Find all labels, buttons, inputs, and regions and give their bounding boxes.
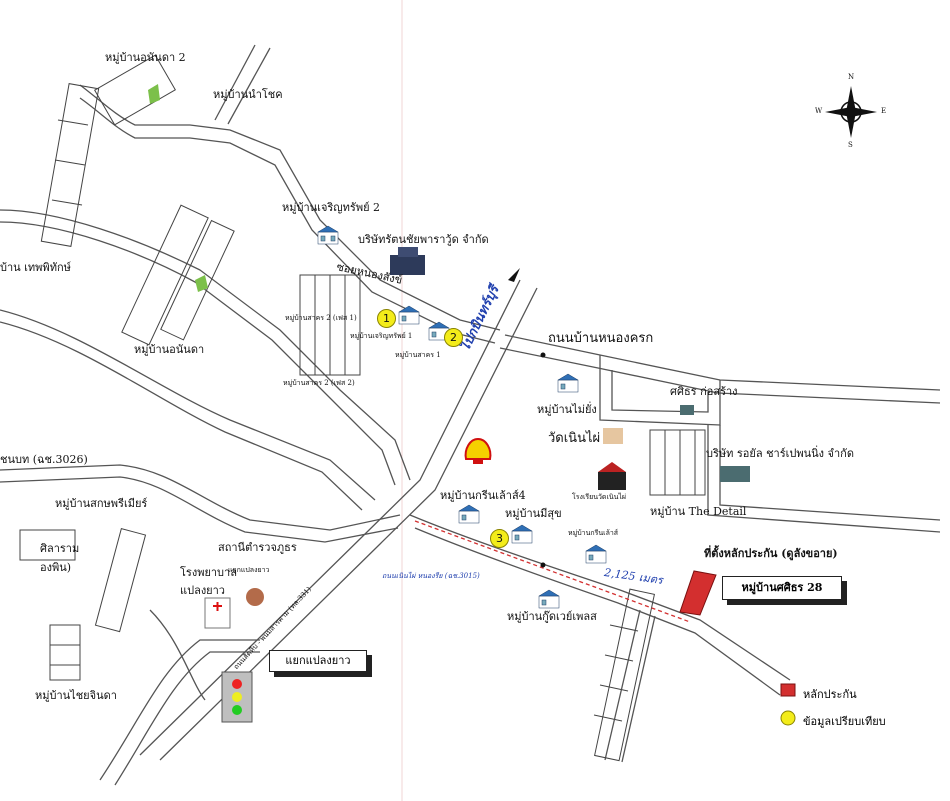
- label-ban-the-detail: หมู่บ้าน The Detail: [650, 505, 747, 518]
- comparable-marker-1: 1: [377, 309, 396, 328]
- label-school-noen-phai: โรงเรียนวัดเนินไผ่: [572, 493, 627, 501]
- comparable-marker-2: 2: [444, 328, 463, 347]
- label-ban-charoensap-2: หมู่บ้านเจริญทรัพย์ 2: [282, 201, 381, 214]
- label-stake-location: ที่ตั้งหลักประกัน (ดูลังขอาย): [704, 547, 838, 560]
- road-junction-dot: [540, 352, 546, 358]
- legend-collateral: หลักประกัน: [803, 688, 857, 701]
- label-ban-misuk: หมู่บ้านมีสุข: [505, 507, 562, 520]
- comparable-marker-3: 3: [490, 529, 509, 548]
- compass-w: W: [815, 107, 823, 115]
- label-ban-sakhon-2-1: หมู่บ้านสาคร 2 (เฟส 1): [285, 314, 357, 322]
- label-ban-anankha-2: หมู่บ้านอนันดา 2: [105, 51, 186, 64]
- legend-collateral-swatch: [780, 683, 796, 697]
- north-arrow-icon: [508, 268, 520, 282]
- label-ongphin: องพิน): [40, 561, 72, 574]
- label-intersection: แยกแปลงยาว: [269, 650, 367, 672]
- legend-comparables: ข้อมูลเปรียบเทียบ: [803, 715, 886, 728]
- label-plaeng-yao: แปลงยาว: [180, 584, 225, 597]
- label-ban-green-4: หมู่บ้านกรีนเล้าส์4: [440, 489, 526, 502]
- house-icons: [317, 225, 607, 609]
- label-ban-namchok: หมู่บ้านนำโชค: [213, 88, 283, 101]
- label-road-nongkrok: ถนนบ้านหนองครก: [548, 331, 654, 346]
- factory-icon: [204, 247, 750, 629]
- label-ban-charoensap-1: หมู่บ้านเจริญทรัพย์ 1: [350, 332, 413, 340]
- compass-e: E: [881, 107, 887, 115]
- housing-lots: [19, 54, 706, 762]
- legend-comparable-swatch: [780, 710, 796, 726]
- label-police-station-2: แยกแปลงยาว: [228, 566, 270, 574]
- shell-logo-icon: [464, 437, 492, 464]
- label-company-royal: บริษัท รอยัล ชาร์เปพนนิ่ง จำกัด: [706, 447, 854, 460]
- label-police-station: สถานีตำรวจภูธร: [218, 541, 297, 554]
- label-ban-sasiwan-28: หมู่บ้านศศิธร 28: [722, 576, 842, 600]
- label-road-3026: ชนบท (ฉช.3026): [0, 453, 88, 466]
- collateral-plot: [679, 570, 717, 616]
- label-ban-thepphithak: บ้าน เทพพิทักษ์: [0, 261, 71, 274]
- compass-rose: [825, 86, 877, 138]
- label-company-chaiyaporn: บริษัทรัตนชัยพาราวู้ด จำกัด: [358, 233, 489, 246]
- label-ban-sakon-premier: หมู่บ้านสกษพรีเมียร์: [55, 497, 148, 510]
- label-ban-sakhon-1: หมู่บ้านสาคร 1: [395, 351, 441, 359]
- label-ban-mais: หมู่บ้านไม่ยั่ง: [537, 403, 597, 416]
- label-ban-sakhon-2-2: หมู่บ้านสาคร 2 (เฟส 2): [283, 379, 355, 387]
- compass-s: S: [848, 141, 853, 149]
- label-road-3015: ถนนเนินไผ่ หนองรีย (ฉช.3015): [382, 572, 480, 580]
- label-wat-noen-phai: วัดเนินไผ่: [548, 431, 601, 446]
- road-junction-dot: [540, 562, 546, 568]
- parks: [148, 84, 208, 292]
- roads: [0, 44, 941, 786]
- label-ban-chaichinda: หมู่บ้านไชยจินดา: [35, 689, 117, 702]
- label-ban-green: หมู่บ้านกรีนเล้าส์: [568, 529, 619, 537]
- label-ban-good-place: หมู่บ้านกู๊ดเวย์เพลส: [507, 610, 597, 623]
- label-hospital: โรงพยาบาล: [180, 566, 237, 579]
- label-sasiwan-construction: ศศิธร ก่อสร้าง: [670, 385, 738, 398]
- label-ban-anankha: หมู่บ้านอนันดา: [134, 343, 205, 356]
- traffic-light-icon: [221, 671, 253, 723]
- label-silaram: ศิลาราม: [40, 542, 80, 555]
- compass-n: N: [848, 73, 855, 81]
